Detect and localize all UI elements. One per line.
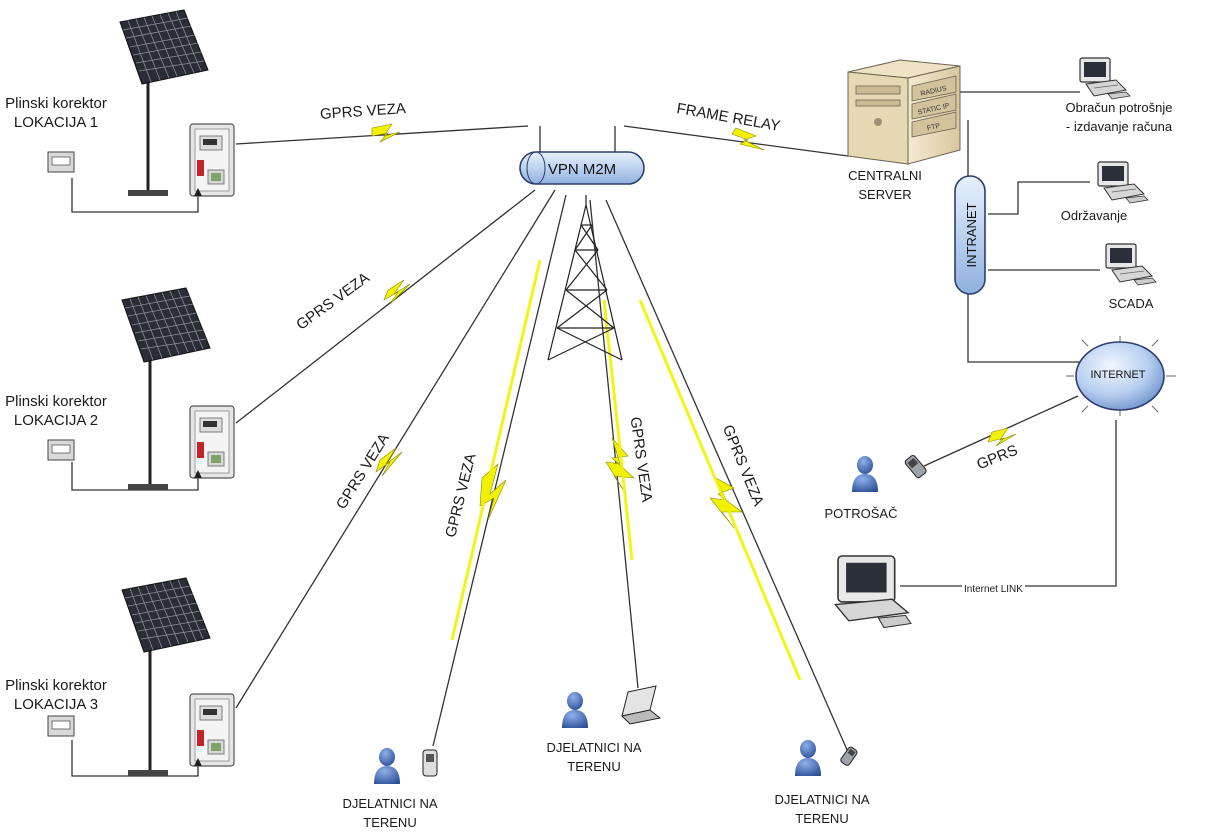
vpn-hub-label: VPN M2M	[548, 161, 616, 178]
tower-icon	[547, 195, 623, 361]
scada-computer-icon	[1105, 243, 1157, 286]
billing-line1: Obračun potrošnje	[1065, 100, 1173, 115]
internet-link-label: Internet LINK	[962, 580, 1025, 599]
intranet-hub-icon	[954, 175, 986, 295]
internet-globe-icon	[1066, 336, 1176, 416]
field-worker-1-line1: DJELATNICI NA	[342, 796, 438, 811]
consumer-phone-icon	[904, 455, 927, 479]
field-worker-3-label: DJELATNICI NA TERENU	[762, 790, 882, 828]
field-worker-2-laptop-icon	[620, 685, 662, 725]
location-2-line2: LOKACIJA 2	[13, 412, 99, 429]
consumer-desktop-icon	[833, 555, 912, 629]
location-3-line2: LOKACIJA 3	[13, 696, 99, 713]
intranet-hub-label: INTRANET	[964, 202, 979, 267]
location-3-label: Plinski korektor LOKACIJA 3	[0, 676, 112, 714]
gprs-glow	[450, 259, 802, 681]
vpn-hub-icon	[519, 151, 645, 185]
central-server-line2: SERVER	[858, 187, 912, 202]
field-worker-3-line2: TERENU	[795, 811, 849, 826]
location-2-label: Plinski korektor LOKACIJA 2	[0, 392, 112, 430]
location-1-label: Plinski korektor LOKACIJA 1	[0, 94, 112, 132]
field-worker-3-phone-icon	[840, 746, 858, 766]
field-worker-2-line2: TERENU	[567, 759, 621, 774]
field-worker-1-label: DJELATNICI NA TERENU	[330, 794, 450, 829]
server-slot-ftp: FTP	[926, 123, 941, 133]
field-worker-2-line1: DJELATNICI NA	[546, 740, 642, 755]
location-1-equipment	[47, 9, 235, 197]
field-worker-1-phone-icon	[422, 749, 438, 777]
location-3-line1: Plinski korektor	[5, 677, 107, 694]
field-worker-2-label: DJELATNICI NA TERENU	[534, 738, 654, 776]
field-worker-3-line1: DJELATNICI NA	[774, 792, 870, 807]
central-server-icon	[847, 59, 961, 165]
location-3-equipment	[47, 577, 235, 776]
field-worker-1-line2: TERENU	[363, 815, 417, 829]
location-2-line1: Plinski korektor	[5, 393, 107, 410]
central-server-line1: CENTRALNI	[848, 168, 922, 183]
field-worker-3-icon	[795, 740, 821, 776]
maintenance-computer-icon	[1097, 161, 1149, 204]
central-server-label: CENTRALNI SERVER	[838, 166, 932, 204]
billing-label: Obračun potrošnje - izdavanje računa	[1044, 98, 1194, 136]
scada-label: SCADA	[1108, 296, 1154, 311]
maintenance-label: Održavanje	[1060, 208, 1128, 223]
billing-computer-icon	[1079, 57, 1131, 100]
field-worker-1-icon	[374, 748, 400, 784]
consumer-label: POTROŠAČ	[824, 506, 898, 521]
billing-line2: - izdavanje računa	[1065, 119, 1173, 134]
location-2-equipment	[47, 287, 235, 490]
location-1-line1: Plinski korektor	[5, 95, 107, 112]
consumer-person-icon	[852, 456, 878, 492]
field-worker-2-icon	[562, 692, 588, 728]
internet-globe-label: INTERNET	[1091, 369, 1146, 381]
location-1-line2: LOKACIJA 1	[13, 114, 99, 131]
